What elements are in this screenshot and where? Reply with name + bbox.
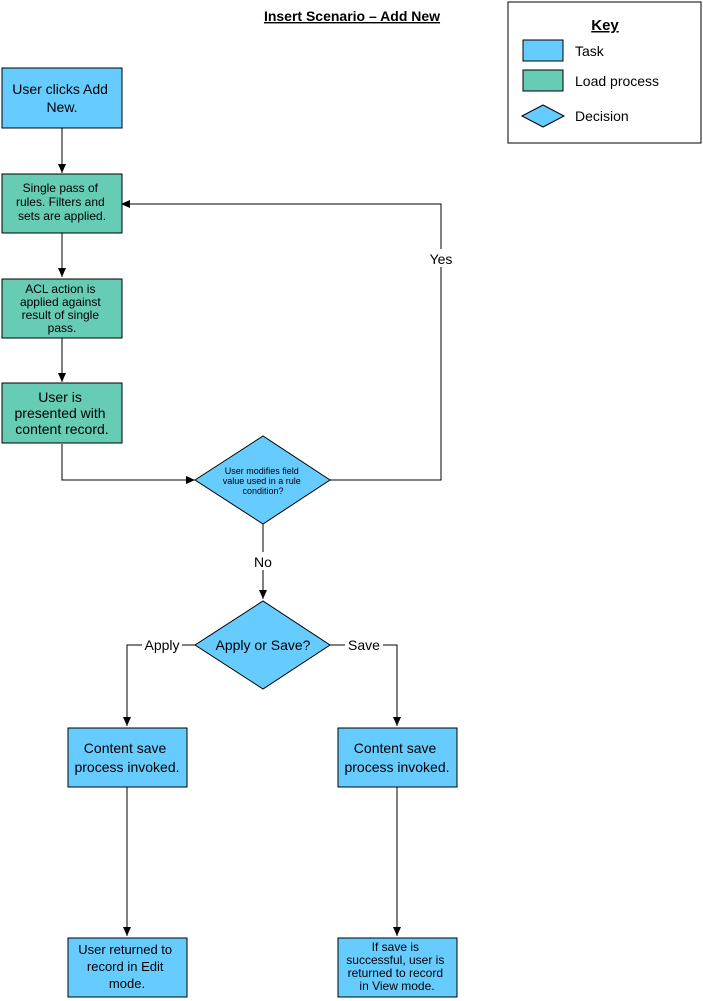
- edges: [58, 128, 442, 936]
- node-single-pass-line-3: sets are applied.: [18, 209, 106, 223]
- legend-load-process-swatch: [522, 69, 564, 92]
- node-save-right-line-1: Content save: [354, 740, 437, 756]
- edge-label-no: No: [254, 554, 272, 570]
- node-acl: ACL action is applied against result of …: [1, 278, 123, 339]
- apply-label-bg: [142, 636, 182, 654]
- node-view-mode: If save is successful, user is returned …: [337, 937, 458, 998]
- yes-label-bg: [425, 249, 457, 267]
- node-modifies-text: User modifies field value used in a rule…: [223, 466, 304, 496]
- node-presented: User is presented with content record.: [1, 382, 123, 444]
- node-save-left-line-1: Content save: [84, 740, 167, 756]
- edge-modifies-yes-loop: [121, 200, 442, 481]
- node-single-pass-line-1: Single pass of: [23, 181, 99, 195]
- node-edit-mode-text: User returned to record in Edit mode.: [78, 942, 176, 991]
- node-edit-mode-line-2: record in Edit: [87, 959, 164, 974]
- node-save-right-shape: [337, 727, 458, 788]
- node-presented-text: User is presented with content record.: [15, 389, 110, 437]
- node-edit-mode: User returned to record in Edit mode.: [67, 937, 188, 998]
- edge-label-save: Save: [348, 637, 380, 653]
- legend-decision-label: Decision: [575, 108, 629, 124]
- edge-label-yes: Yes: [430, 251, 453, 267]
- node-save-left-text: Content save process invoked.: [74, 740, 179, 775]
- legend: Key Task Load process Decision: [507, 1, 702, 144]
- node-presented-shape: [1, 382, 123, 444]
- node-single-pass-line-2: rules. Filters and: [16, 195, 105, 209]
- node-edit-mode-shape: [67, 937, 188, 998]
- save-label-bg: [345, 636, 383, 654]
- node-presented-line-1: User is: [38, 389, 82, 405]
- node-add-new-line-2: New.: [46, 99, 77, 115]
- node-acl-line-4: pass.: [48, 321, 77, 335]
- node-acl-shape: [1, 278, 123, 339]
- node-acl-line-2: applied against: [20, 295, 101, 309]
- node-acl-text: ACL action is applied against result of …: [20, 282, 104, 335]
- node-modifies-decision: User modifies field value used in a rule…: [194, 435, 331, 525]
- node-add-new-text: User clicks Add New.: [12, 81, 112, 115]
- node-modifies-shape: [194, 435, 331, 525]
- node-view-mode-text: If save is successful, user is returned …: [346, 940, 447, 993]
- edge-label-apply: Apply: [144, 637, 179, 653]
- no-label-bg: [250, 552, 276, 570]
- node-view-mode-line-2: successful, user is: [346, 953, 444, 967]
- node-save-left-line-2: process invoked.: [74, 759, 179, 775]
- legend-task-label: Task: [575, 43, 605, 59]
- node-add-new-shape: [1, 67, 123, 129]
- diagram-title: Insert Scenario – Add New: [264, 8, 440, 24]
- node-view-mode-line-1: If save is: [372, 940, 419, 954]
- edge-save: [330, 644, 401, 726]
- node-view-mode-line-3: returned to record: [348, 966, 443, 980]
- node-edit-mode-line-3: mode.: [109, 976, 145, 991]
- node-add-new-line-1: User clicks Add: [12, 81, 108, 97]
- node-presented-line-3: content record.: [15, 421, 108, 437]
- node-single-pass-text: Single pass of rules. Filters and sets a…: [16, 181, 108, 223]
- node-save-right-line-2: process invoked.: [344, 759, 449, 775]
- edge-apply: [123, 644, 195, 726]
- node-save-right-text: Content save process invoked.: [344, 740, 449, 775]
- node-add-new: User clicks Add New.: [1, 67, 123, 129]
- node-save-right: Content save process invoked.: [337, 727, 458, 788]
- node-acl-line-1: ACL action is: [25, 282, 95, 296]
- node-apply-or-save-decision: Apply or Save?: [194, 600, 331, 690]
- legend-decision-swatch: [520, 104, 566, 128]
- node-acl-line-3: result of single: [22, 308, 100, 322]
- node-apply-or-save-shape: [194, 600, 331, 690]
- node-view-mode-shape: [337, 937, 458, 998]
- node-save-left: Content save process invoked.: [67, 727, 188, 788]
- node-single-pass: Single pass of rules. Filters and sets a…: [1, 173, 123, 234]
- node-modifies-line-3: condition?: [242, 486, 283, 496]
- node-save-left-shape: [67, 727, 188, 788]
- legend-task-swatch: [522, 39, 564, 62]
- node-presented-line-2: presented with: [15, 405, 106, 421]
- edge-presented-to-modifies: [61, 444, 195, 484]
- legend-title: Key: [591, 17, 619, 34]
- node-apply-or-save-text: Apply or Save?: [216, 637, 311, 653]
- legend-load-process-label: Load process: [575, 73, 659, 89]
- node-modifies-line-1: User modifies field: [225, 466, 299, 476]
- node-single-pass-shape: [1, 173, 123, 234]
- node-edit-mode-line-1: User returned to: [78, 942, 172, 957]
- node-view-mode-line-4: in View mode.: [359, 979, 434, 993]
- node-modifies-line-2: value used in a rule: [223, 476, 301, 486]
